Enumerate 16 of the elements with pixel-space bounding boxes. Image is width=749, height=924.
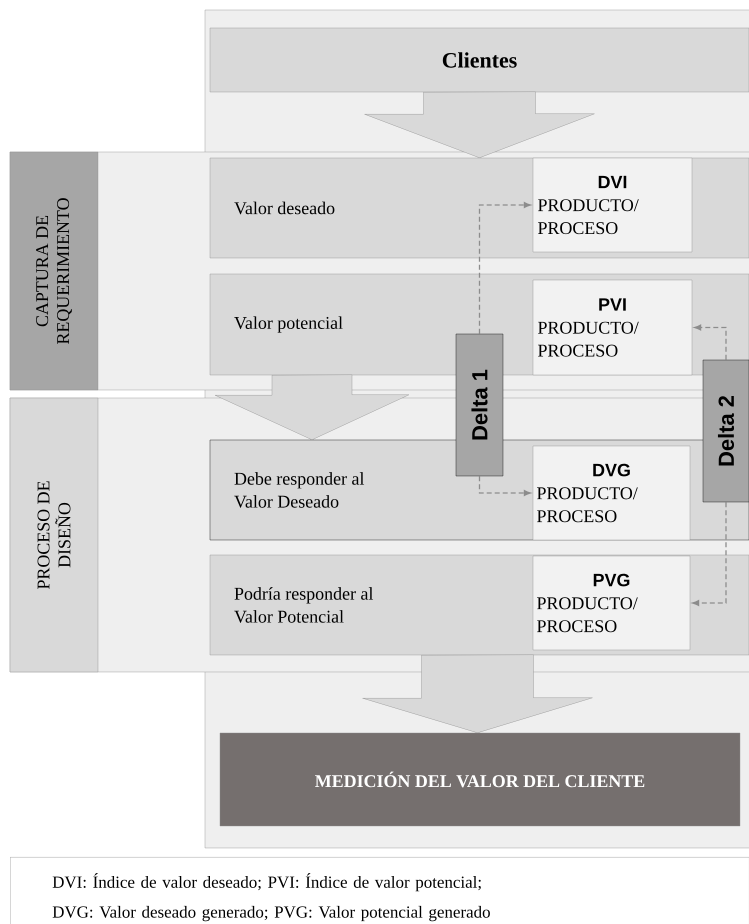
block-arrow (364, 92, 595, 158)
block-arrow (214, 374, 410, 440)
note-box: DVI: Índice de valor deseado; PVI: Índice de valor potencial; DVG: Valor deseado generado; PVG: Valor potencial generado (10, 857, 749, 924)
block-arrow (362, 654, 593, 733)
index-box: PVG PRODUCTO/ PROCESO (532, 556, 690, 650)
delta-box: Delta 1 (456, 334, 504, 476)
index-box: DVI PRODUCTO/ PROCESO (532, 158, 692, 252)
header-box: Clientes (210, 28, 749, 92)
delta-box: Delta 2 (702, 360, 749, 502)
index-box: DVG PRODUCTO/ PROCESO (532, 446, 690, 540)
arrow (478, 476, 531, 496)
index-box: PVI PRODUCTO/ PROCESO (532, 280, 692, 376)
arrow (478, 202, 531, 334)
arrow (694, 324, 727, 360)
arrow (692, 502, 727, 606)
measure-box: MEDICIÓN DEL VALOR DEL CLIENTE (220, 732, 740, 826)
